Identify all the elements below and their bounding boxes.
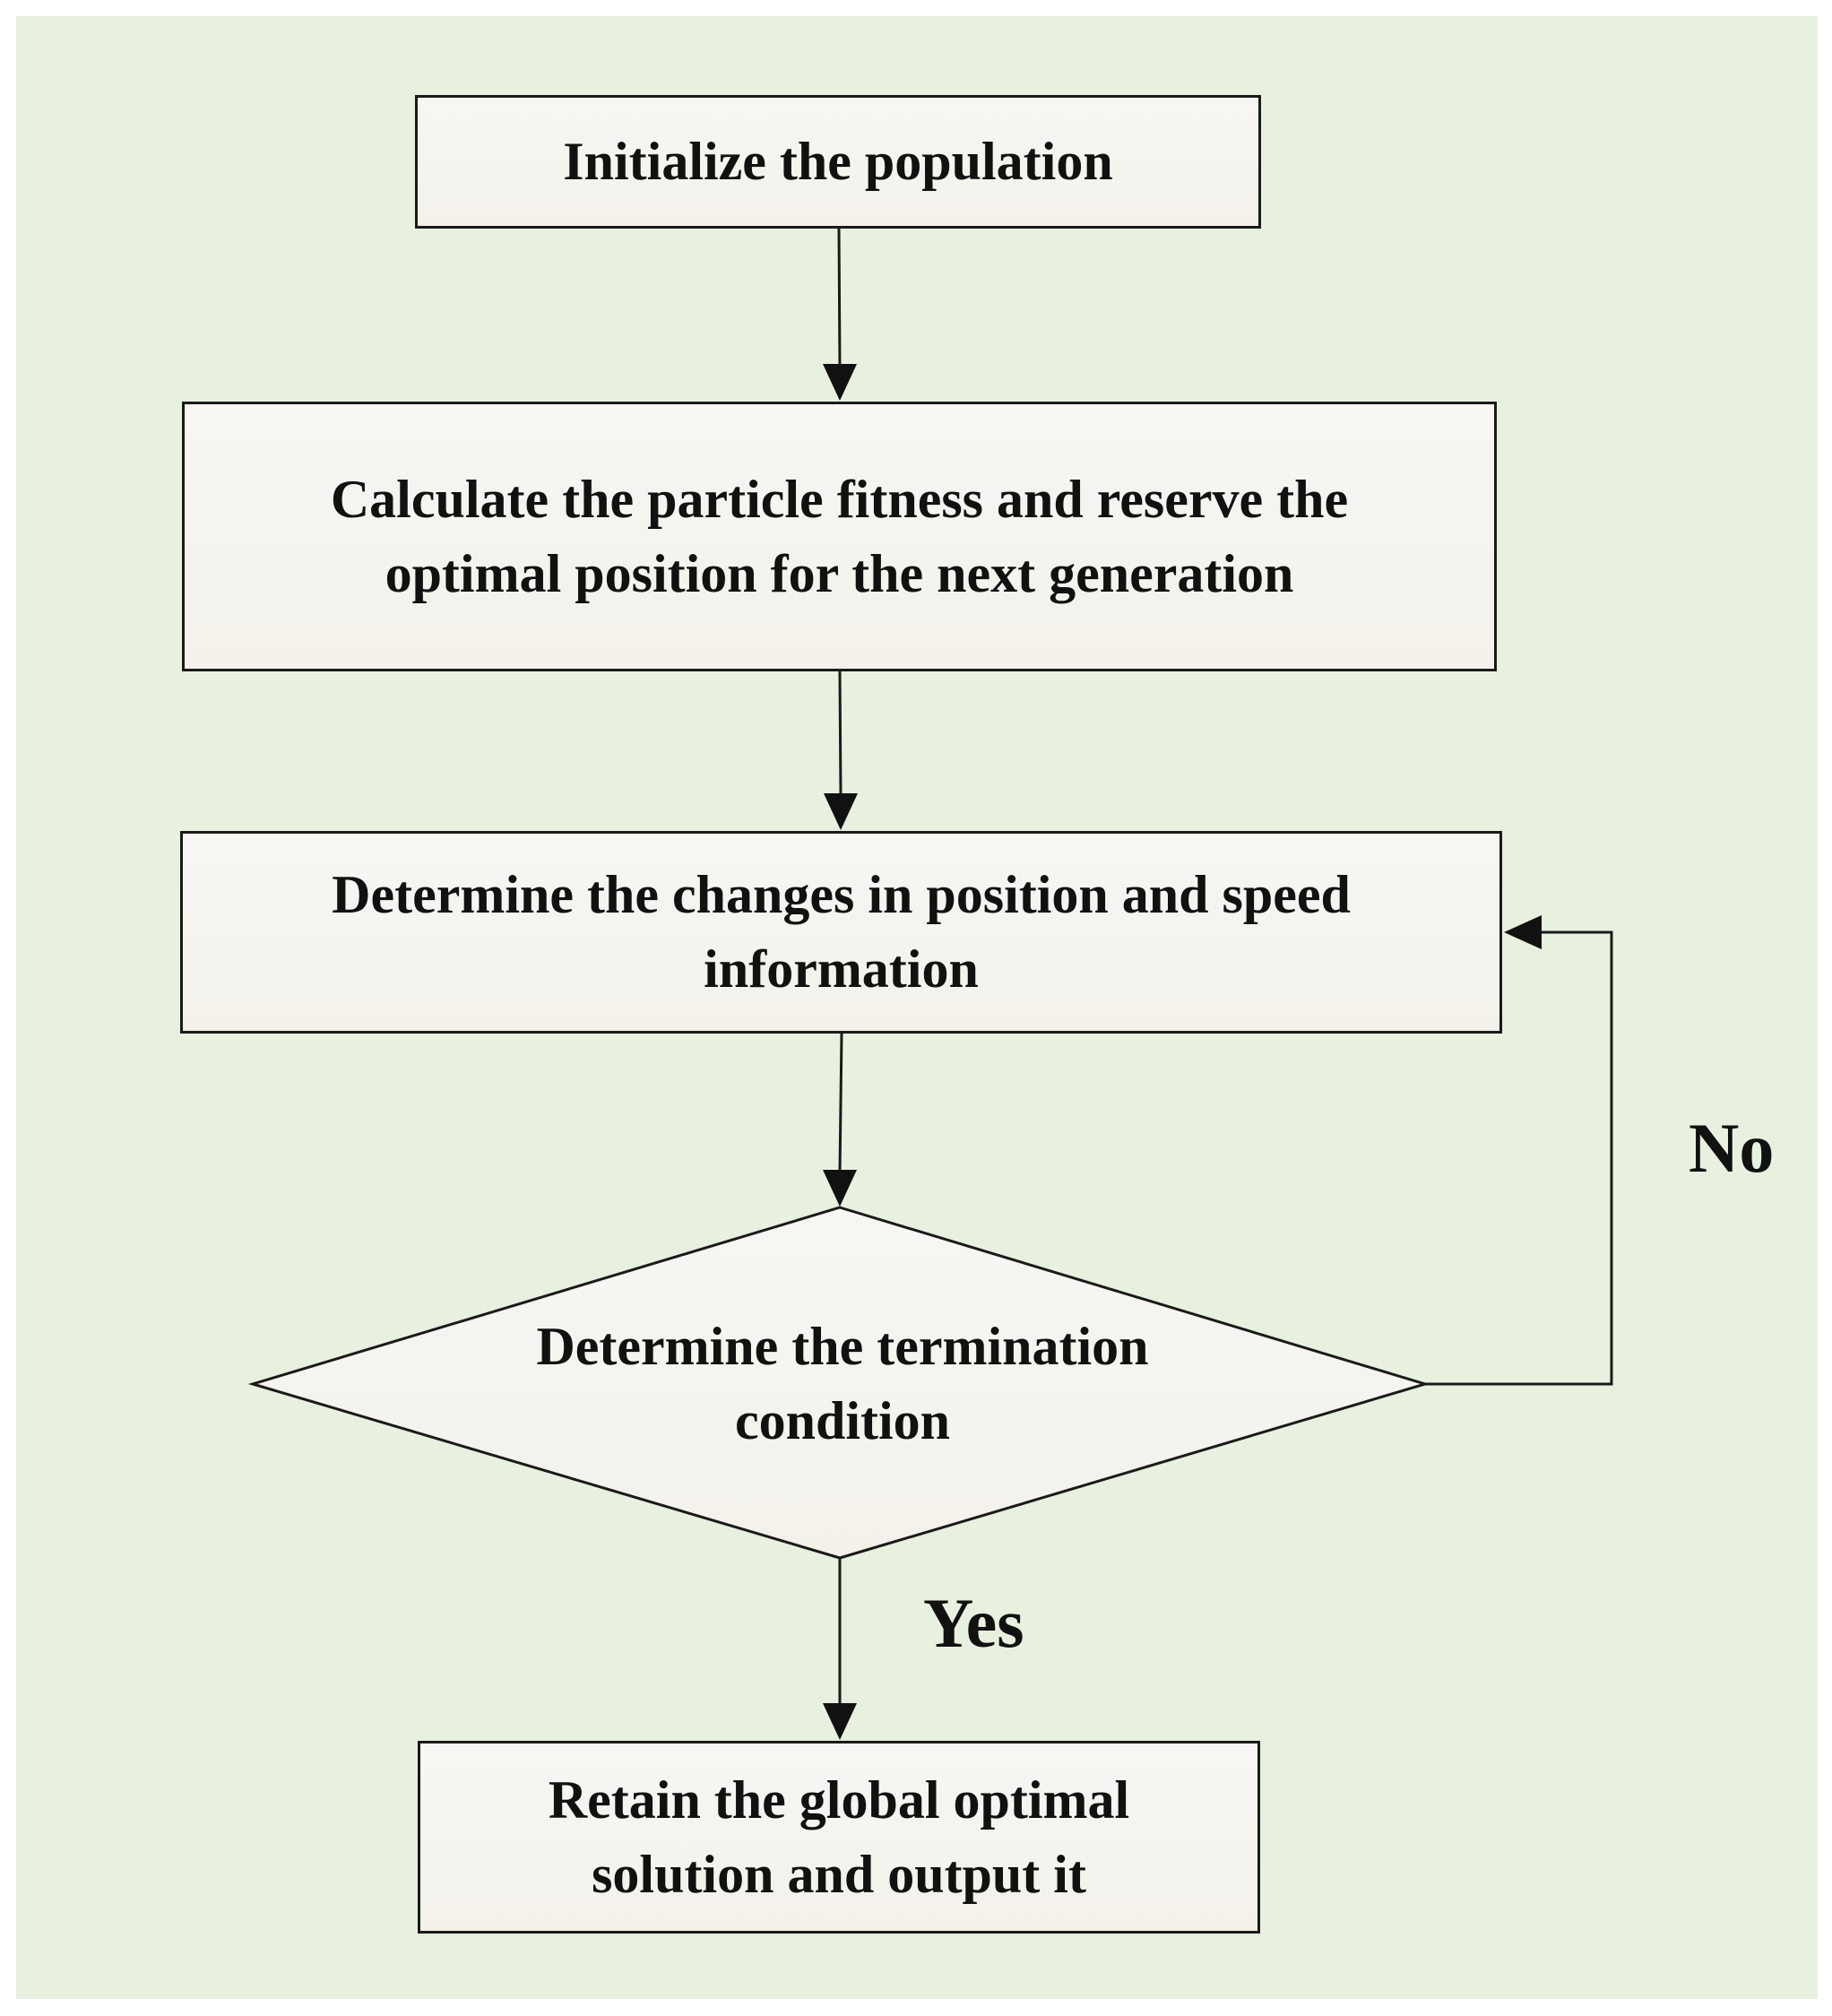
arrow-yes-to-output (823, 1558, 857, 1740)
step-update-box: Determine the changes in position and sp… (180, 831, 1502, 1034)
arrow-update-to-decision (823, 1033, 857, 1207)
step-output-box: Retain the global optimal solution and o… (418, 1741, 1260, 1934)
step-fitness-label: Calculate the particle fitness and reser… (330, 469, 1349, 603)
step-initialize-label: Initialize the population (563, 132, 1113, 191)
branch-yes-label: Yes (923, 1584, 1024, 1662)
decision-termination-label: Determine the termination condition (536, 1317, 1149, 1450)
step-fitness-box: Calculate the particle fitness and reser… (182, 402, 1497, 671)
decision-text-area: Determine the termination condition (323, 1303, 1362, 1465)
arrow-fitness-to-update (824, 671, 858, 830)
step-update-label: Determine the changes in position and sp… (332, 865, 1351, 999)
arrow-no-loop-back (1425, 915, 1613, 1386)
step-output-label: Retain the global optimal solution and o… (548, 1769, 1130, 1904)
arrow-init-to-fitness (823, 228, 857, 401)
step-initialize-box: Initialize the population (415, 95, 1261, 229)
branch-no-label: No (1689, 1109, 1775, 1187)
